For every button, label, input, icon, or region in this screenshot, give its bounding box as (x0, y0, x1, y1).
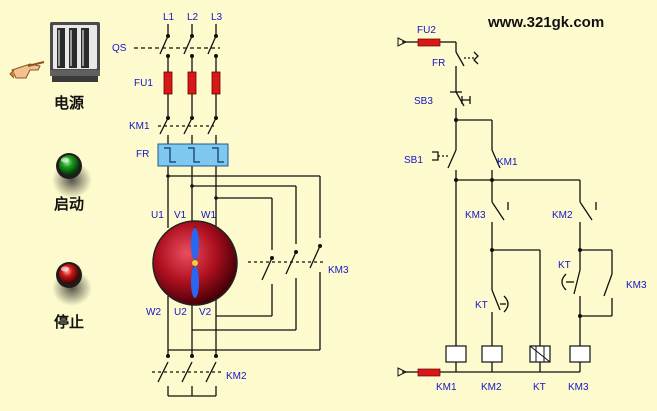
motor (152, 220, 238, 306)
label-km1: KM1 (129, 121, 150, 132)
overload-relay-fr (157, 143, 229, 167)
label-fu1: FU1 (134, 78, 153, 89)
line-l1: L1 (163, 12, 175, 23)
label-qs: QS (112, 43, 127, 54)
label-w1: W1 (201, 210, 216, 221)
coil-label-km3: KM3 (568, 382, 589, 393)
power-switch-icon[interactable] (50, 22, 100, 82)
start-label: 启动 (54, 195, 85, 213)
fuse-fu1 (163, 71, 221, 95)
label-v2: V2 (199, 307, 212, 318)
stop-lamp-icon[interactable] (52, 262, 92, 306)
label-fr: FR (136, 149, 150, 160)
stop-label: 停止 (54, 313, 85, 331)
label-km2-contact: KM2 (552, 210, 573, 221)
label-kt-contact: KT (475, 300, 488, 311)
label-km1-contact: KM1 (497, 157, 518, 168)
label-v1: V1 (174, 210, 187, 221)
label-km3-main: KM3 (328, 265, 349, 276)
pointer-hand-icon (9, 61, 45, 79)
label-u2: U2 (174, 307, 187, 318)
coil-label-km1: KM1 (436, 382, 457, 393)
fuse-fu2 (397, 37, 441, 377)
control-dots (454, 118, 582, 318)
label-km2-main: KM2 (226, 371, 247, 382)
label-w2: W2 (146, 307, 161, 318)
power-label: 电源 (54, 94, 85, 112)
label-u1: U1 (151, 210, 164, 221)
label-fr-ctrl: FR (432, 58, 446, 69)
start-lamp-icon[interactable] (52, 153, 92, 198)
control-circuit (402, 41, 613, 373)
coil-label-km2: KM2 (481, 382, 502, 393)
label-km3-right: KM3 (626, 280, 647, 291)
coil-label-kt: KT (533, 382, 546, 393)
coils (445, 345, 591, 363)
label-km3-contact: KM3 (465, 210, 486, 221)
label-fu2: FU2 (417, 25, 436, 36)
label-sb1: SB1 (404, 155, 423, 166)
line-l2: L2 (187, 12, 199, 23)
line-l3: L3 (211, 12, 223, 23)
label-sb3: SB3 (414, 96, 433, 107)
site-watermark: www.321gk.com (488, 14, 605, 31)
terminal-dots (166, 34, 322, 358)
label-kt-timer: KT (558, 260, 571, 271)
